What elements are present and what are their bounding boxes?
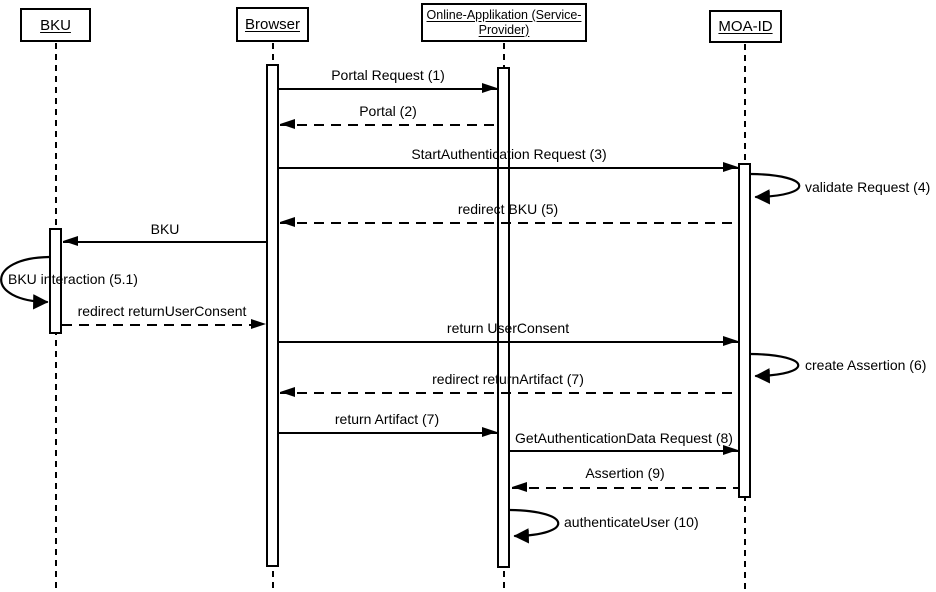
self-message-label-authenticate-user-10: authenticateUser (10) <box>564 514 699 530</box>
actor-box-online-applikation: Online-Applikation (Service-Provider) <box>421 3 587 42</box>
message-line-return-artifact-7 <box>279 432 497 434</box>
arrowhead-return-user-consent <box>723 336 738 346</box>
arrowhead-portal-2 <box>280 119 295 129</box>
actor-box-moa-id: MOA-ID <box>709 10 782 43</box>
activation-bar-online-applikation <box>497 67 510 568</box>
message-line-redirect-return-artifact-7 <box>280 392 738 394</box>
message-label-portal-request-1: Portal Request (1) <box>331 67 445 83</box>
message-label-portal-2: Portal (2) <box>359 103 417 119</box>
message-line-bku <box>63 241 266 243</box>
actor-label-online-applikation-line-2: Provider) <box>478 22 530 37</box>
message-label-return-user-consent: return UserConsent <box>446 320 570 336</box>
message-line-redirect-bku-5 <box>280 222 738 224</box>
self-message-label-create-assertion-6: create Assertion (6) <box>805 357 927 373</box>
self-message-arc-create-assertion-6 <box>749 352 800 384</box>
arrowhead-redirect-bku-5 <box>280 217 295 227</box>
actor-label-browser: Browser <box>244 16 300 33</box>
message-label-redirect-bku-5: redirect BKU (5) <box>457 201 559 217</box>
message-label-assertion-9: Assertion (9) <box>585 465 665 481</box>
message-label-redirect-return-artifact-7: redirect returnArtifact (7) <box>432 371 584 387</box>
message-line-portal-request-1 <box>279 88 497 90</box>
arrowhead-get-authentication-data-request-8 <box>723 445 738 455</box>
self-message-arc-validate-request-4 <box>749 172 801 205</box>
actor-label-moa-id: MOA-ID <box>718 18 773 35</box>
actor-label-bku: BKU <box>40 16 71 34</box>
message-line-redirect-return-user-consent <box>62 324 266 326</box>
actor-box-bku: BKU <box>20 8 91 42</box>
self-message-label-validate-request-4: validate Request (4) <box>805 179 931 195</box>
arrowhead-redirect-return-artifact-7 <box>280 387 295 397</box>
self-message-arc-authenticate-user-10 <box>508 508 560 544</box>
arrowhead-assertion-9 <box>512 482 527 492</box>
actor-label-online-applikation-line-1: Online-Applikation (Service- <box>426 7 582 22</box>
actor-box-browser: Browser <box>236 7 309 42</box>
message-line-assertion-9 <box>512 487 738 489</box>
activation-bar-bku <box>49 228 62 334</box>
message-line-return-user-consent <box>279 341 738 343</box>
arrowhead-bku <box>63 236 78 246</box>
message-line-get-authentication-data-request-8 <box>510 450 738 452</box>
self-message-label-bku-interaction-5-1: BKU interaction (5.1) <box>8 271 138 287</box>
message-label-bku: BKU <box>150 221 180 237</box>
message-line-portal-2 <box>280 124 497 126</box>
message-label-start-authentication-request-3: StartAuthentication Request (3) <box>411 146 607 162</box>
arrowhead-start-authentication-request-3 <box>723 162 738 172</box>
message-label-get-authentication-data-request-8: GetAuthenticationData Request (8) <box>515 430 733 446</box>
activation-bar-moa-id <box>738 163 751 498</box>
message-label-redirect-return-user-consent: redirect returnUserConsent <box>77 303 247 319</box>
message-line-start-authentication-request-3 <box>279 167 738 169</box>
arrowhead-redirect-return-user-consent <box>251 319 266 329</box>
self-message-arc-bku-interaction-5-1 <box>0 255 51 310</box>
message-label-return-artifact-7: return Artifact (7) <box>334 411 440 427</box>
arrowhead-portal-request-1 <box>482 83 497 93</box>
arrowhead-return-artifact-7 <box>482 427 497 437</box>
activation-bar-browser <box>266 64 279 567</box>
